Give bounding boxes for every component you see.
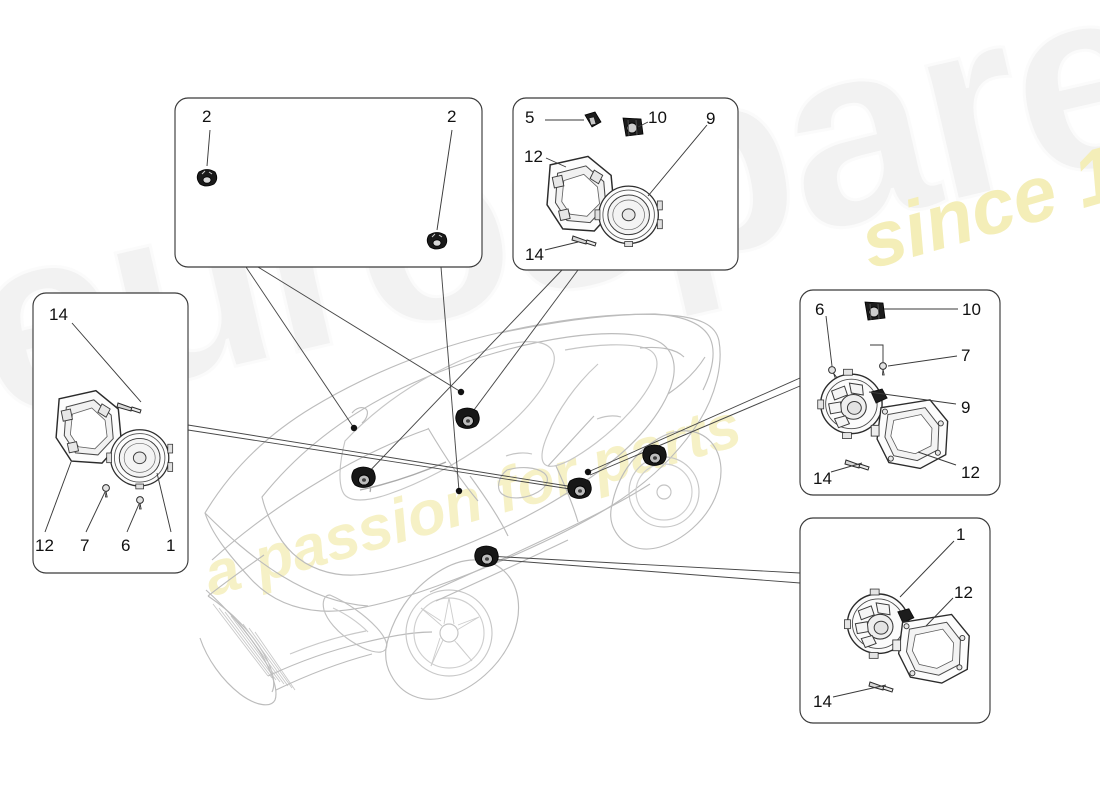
panel-tweeters-content <box>196 129 453 250</box>
callout-7-rear: 7 <box>961 346 971 365</box>
car-markers <box>350 388 667 567</box>
car-illustration <box>199 313 722 706</box>
callout-5: 5 <box>525 108 535 127</box>
callout-14-rear: 14 <box>813 469 832 488</box>
callout-2-left: 2 <box>202 107 212 126</box>
clip-5 <box>584 111 602 128</box>
panel-rear-door-content <box>817 301 958 473</box>
panel-rear-door-frame <box>799 289 1001 496</box>
callout-9-rear: 9 <box>961 398 971 417</box>
callout-12-shelf: 12 <box>954 583 973 602</box>
callout-14-front: 14 <box>49 305 68 324</box>
callout-1-shelf: 1 <box>956 525 966 544</box>
panel-frames <box>32 97 1001 724</box>
callout-10-rear: 10 <box>962 300 981 319</box>
callout-12-front: 12 <box>35 536 54 555</box>
leader-lines <box>187 266 801 584</box>
callout-12-dash: 12 <box>524 147 543 166</box>
callout-2-right: 2 <box>447 107 457 126</box>
callout-10-dash: 10 <box>648 108 667 127</box>
panel-front-door-content <box>44 322 174 533</box>
callout-6-front: 6 <box>121 536 131 555</box>
callout-1-front: 1 <box>166 536 176 555</box>
panel-tweeters-frame <box>174 97 483 268</box>
panel-rear-shelf-content <box>832 540 970 698</box>
callout-7-front: 7 <box>80 536 90 555</box>
panel-dash-speaker-content <box>544 111 708 251</box>
callout-14-shelf: 14 <box>813 692 832 711</box>
callout-14-dash: 14 <box>525 245 544 264</box>
callout-6-rear: 6 <box>815 300 825 319</box>
callout-12-rear: 12 <box>961 463 980 482</box>
callout-9-dash: 9 <box>706 109 716 128</box>
